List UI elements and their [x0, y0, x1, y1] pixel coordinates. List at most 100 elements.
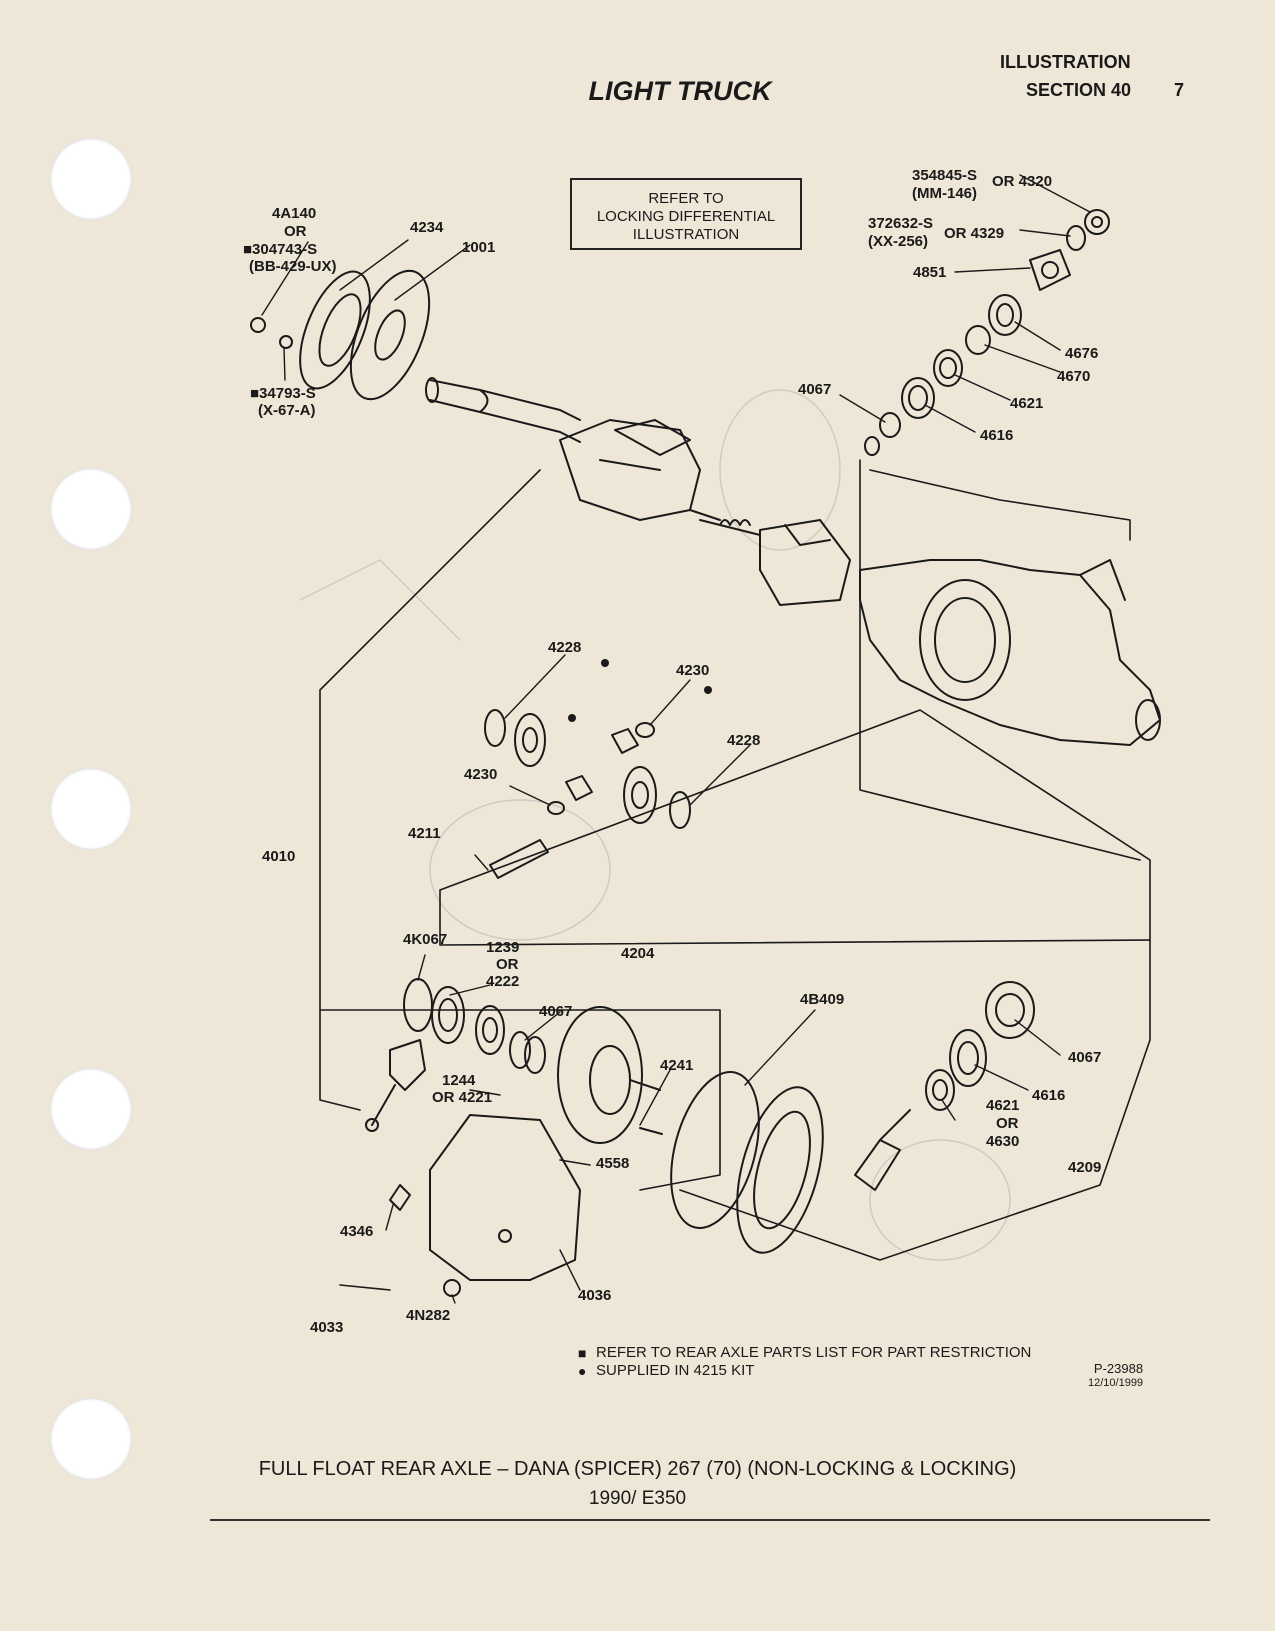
binder-hole-1: [50, 138, 132, 220]
legend-square-row: ■ REFER TO REAR AXLE PARTS LIST FOR PART…: [578, 1344, 1031, 1362]
thrust-washer-4228-right: [669, 791, 691, 829]
callout-372632: 372632-S: [868, 215, 933, 232]
thrust-washer-4228-left: [484, 709, 506, 747]
callout-4222: 4222: [486, 973, 519, 990]
callout-4630: 4630: [986, 1133, 1019, 1150]
callout-4558: 4558: [596, 1155, 629, 1172]
axle-shaft: [425, 377, 581, 443]
bearing-cup-1239: [431, 986, 465, 1044]
shim-4k067: [403, 978, 433, 1032]
shim-4067-pinion: [985, 981, 1035, 1039]
callout-4228-upper: 4228: [548, 639, 581, 656]
callout-4b409: 4B409: [800, 991, 844, 1008]
flange-bolts: [250, 317, 293, 349]
lock-pin-4241: [639, 1127, 663, 1135]
reference-line-3: ILLUSTRATION: [632, 226, 740, 243]
assembly-brackets: [319, 459, 1151, 1291]
part-reference-id: P-23988: [1093, 1361, 1144, 1376]
cap-bolt: [365, 1084, 396, 1132]
pinion-mate-lower: [565, 775, 593, 801]
oil-slinger-4670: [965, 325, 991, 355]
pinion-seal-4676: [988, 294, 1022, 336]
bleed-through-ghost: [299, 389, 1011, 1261]
callout-4621-lower: 4621: [986, 1097, 1019, 1114]
pinion-bearing-4621: [933, 349, 963, 387]
callout-1001: 1001: [462, 239, 495, 256]
callout-labels: 4A140 OR ■304743-S (BB-429-UX) 4234 1001…: [243, 167, 1101, 1336]
axle-housing: [859, 559, 1161, 746]
callout-4346: 4346: [340, 1223, 373, 1240]
cover-4033: [429, 1114, 581, 1281]
callout-or: OR: [284, 223, 307, 240]
callout-4204: 4204: [621, 945, 655, 962]
callout-4230-upper: 4230: [676, 662, 709, 679]
part-reference: P-23988 12/10/1999: [1088, 1362, 1143, 1390]
binder-hole-5: [50, 1398, 132, 1480]
shims-4067-lower: [509, 1031, 546, 1074]
bearing-cup-4616-lower: [949, 1029, 987, 1087]
callout-4033: 4033: [310, 1319, 343, 1336]
callout-4676: 4676: [1065, 345, 1098, 362]
drain-plug-4n282: [443, 1279, 461, 1297]
dot-marker: ●: [578, 1363, 587, 1379]
binder-hole-4: [50, 1068, 132, 1150]
callout-4067-mid: 4067: [539, 1003, 572, 1020]
diff-bearing-1244: [475, 1005, 505, 1055]
reference-line-2: LOCKING DIFFERENTIAL: [596, 208, 776, 225]
callout-4067: 4067: [798, 381, 831, 398]
flange-gasket: [349, 269, 431, 401]
callout-4670: 4670: [1057, 368, 1090, 385]
callout-34793: ■34793-S: [250, 385, 316, 402]
callout-4n282: 4N282: [406, 1307, 450, 1324]
callout-304743: ■304743-S: [243, 241, 317, 258]
callout-x67a: (X-67-A): [258, 402, 316, 419]
callout-4234: 4234: [410, 219, 444, 236]
shim-4067-upper: [864, 412, 901, 456]
hub-flange: [299, 270, 371, 390]
callout-4228-right: 4228: [727, 732, 760, 749]
callout-4036: 4036: [578, 1287, 611, 1304]
section-label: SECTION 40: [1026, 80, 1132, 100]
page-title: LIGHT TRUCK: [588, 76, 772, 106]
callout-4a140: 4A140: [272, 205, 316, 222]
thrust-washer-4230-upper: [635, 722, 655, 738]
callout-1244: 1244: [442, 1072, 476, 1089]
reference-box: REFER TO LOCKING DIFFERENTIAL ILLUSTRATI…: [570, 178, 802, 250]
callout-4241: 4241: [660, 1057, 693, 1074]
fill-plug-4346: [389, 1184, 411, 1211]
callout-1239: 1239: [486, 939, 519, 956]
pinion-yoke-4851: [1029, 249, 1071, 291]
legend-square-text: REFER TO REAR AXLE PARTS LIST FOR PART R…: [596, 1344, 1032, 1361]
callout-bb429: (BB-429-UX): [249, 258, 337, 275]
side-gear-left: [514, 713, 546, 767]
callout-4k067: 4K067: [403, 931, 447, 948]
legend: ■ REFER TO REAR AXLE PARTS LIST FOR PART…: [578, 1344, 1031, 1380]
callout-mm146: (MM-146): [912, 185, 977, 202]
cross-shaft-4211: [489, 839, 549, 879]
callout-or4329: OR 4329: [944, 225, 1004, 242]
part-reference-date: 12/10/1999: [1088, 1377, 1144, 1389]
kit-dots: [568, 659, 712, 722]
legend-dot-row: ● SUPPLIED IN 4215 KIT: [578, 1362, 1031, 1380]
differential-case-4204: [557, 1006, 661, 1144]
pinion-washer: [1066, 225, 1086, 251]
spindle-spring: [699, 519, 761, 536]
legend-dot-text: SUPPLIED IN 4215 KIT: [596, 1362, 755, 1379]
callout-4621: 4621: [1010, 395, 1043, 412]
callout-4067-right: 4067: [1068, 1049, 1101, 1066]
callout-4851: 4851: [913, 264, 946, 281]
figure-subcaption: 1990/ E350: [588, 1488, 687, 1509]
side-gear-right: [623, 766, 657, 824]
callout-4209: 4209: [1068, 1159, 1101, 1176]
callout-4616: 4616: [980, 427, 1013, 444]
ring-gear: [736, 1086, 824, 1254]
callout-or-2: OR: [496, 956, 519, 973]
axle-tube-outer: [559, 419, 721, 521]
callout-or4320: OR 4320: [992, 173, 1052, 190]
reference-line-1: REFER TO: [648, 190, 724, 207]
callout-or-3: OR: [996, 1115, 1019, 1132]
pinion-bearing-4621-lower: [925, 1069, 955, 1111]
callout-4211: 4211: [408, 825, 441, 842]
